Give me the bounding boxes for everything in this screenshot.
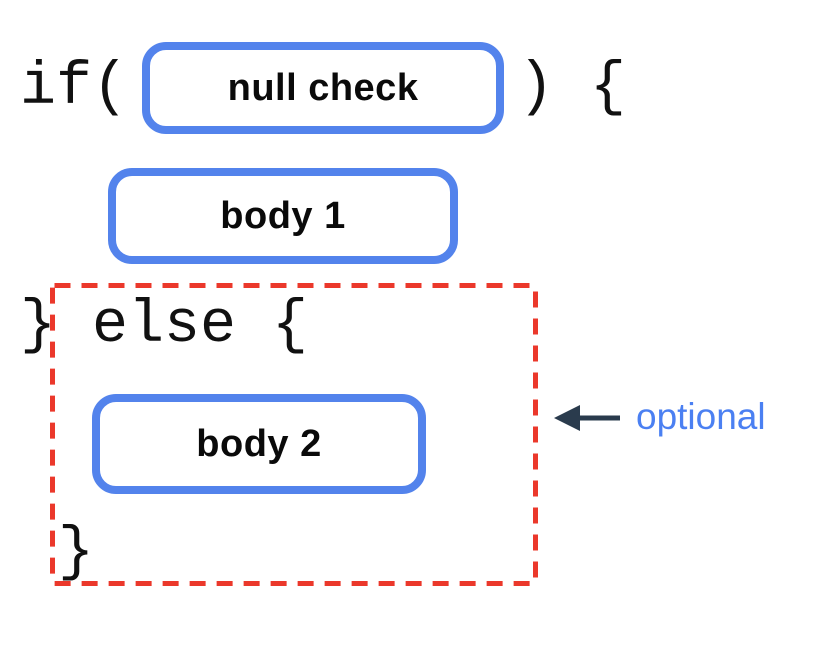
if-condition-line: if( null check ) {	[20, 42, 626, 134]
code-if-open: if(	[20, 54, 129, 122]
left-arrow-icon	[554, 405, 620, 431]
code-else-line: } else {	[20, 292, 309, 360]
optional-label: optional	[636, 396, 766, 437]
body1-box: body 1	[108, 168, 458, 264]
body1-box-label: body 1	[220, 194, 346, 237]
body2-box-label: body 2	[196, 422, 322, 465]
code-closing-brace: }	[58, 519, 95, 587]
body2-box: body 2	[92, 394, 426, 494]
code-close-paren-open-brace: ) {	[518, 54, 627, 122]
optional-region-dashed-outline	[50, 283, 538, 586]
condition-box: null check	[142, 42, 505, 134]
condition-box-label: null check	[227, 66, 419, 109]
